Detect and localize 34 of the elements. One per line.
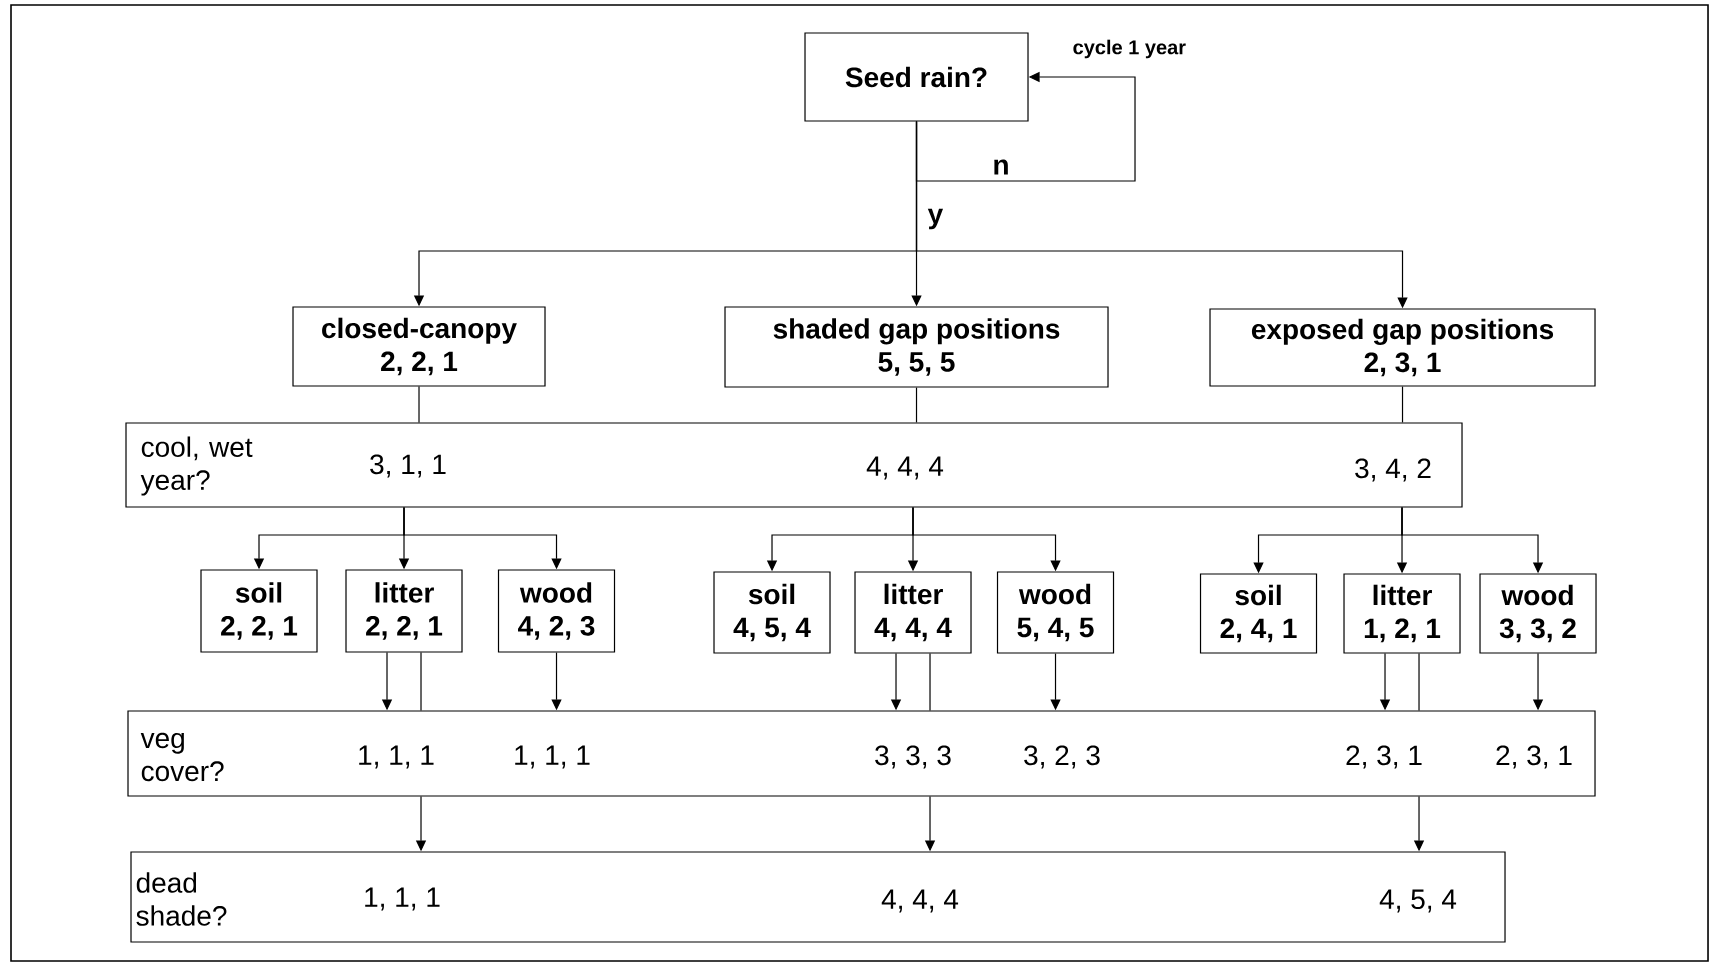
label-box: closed-canopy 2, 2, 1	[292, 306, 546, 387]
label-box: soil 4, 5, 4	[713, 571, 831, 654]
score-text: 3, 2, 3	[1024, 745, 1100, 769]
label-box: wood 3, 3, 2	[1479, 573, 1597, 654]
row-label: dead shade?	[136, 872, 227, 926]
score-text: 1, 1, 1	[359, 745, 434, 769]
score-text: 2, 3, 1	[1346, 745, 1422, 769]
score-text: 4, 4, 4	[866, 456, 944, 480]
score-text: 4, 4, 4	[881, 889, 959, 913]
label-box: wood 4, 2, 3	[497, 569, 616, 653]
label-box: exposed gap positions 2, 3, 1	[1209, 308, 1596, 387]
score-text: 1, 1, 1	[515, 745, 590, 769]
label-box: shaded gap positions 5, 5, 5	[724, 306, 1109, 388]
label-box: litter 4, 4, 4	[854, 571, 972, 654]
band-box	[125, 422, 1463, 508]
label-box: Seed rain?	[804, 32, 1029, 122]
edge-label: y	[927, 208, 944, 230]
band-box	[130, 851, 1506, 943]
score-text: 2, 3, 1	[1496, 745, 1572, 769]
score-text: 1, 1, 1	[365, 887, 440, 911]
note-text: cycle 1 year	[1073, 39, 1186, 59]
label-box: wood 5, 4, 5	[996, 571, 1115, 654]
score-text: 3, 1, 1	[370, 454, 446, 478]
label-box: soil 2, 2, 1	[200, 569, 318, 653]
score-text: 3, 4, 2	[1355, 458, 1431, 482]
edge-label: n	[994, 159, 1008, 175]
label-box: litter 2, 2, 1	[345, 569, 463, 653]
band-box	[127, 710, 1596, 797]
score-text: 3, 3, 3	[875, 745, 951, 769]
label-box: soil 2, 4, 1	[1199, 573, 1318, 654]
score-text: 4, 5, 4	[1379, 889, 1457, 913]
label-box: litter 1, 2, 1	[1343, 573, 1461, 654]
row-label: veg cover?	[140, 732, 224, 782]
row-label: cool, wet year?	[140, 436, 253, 496]
